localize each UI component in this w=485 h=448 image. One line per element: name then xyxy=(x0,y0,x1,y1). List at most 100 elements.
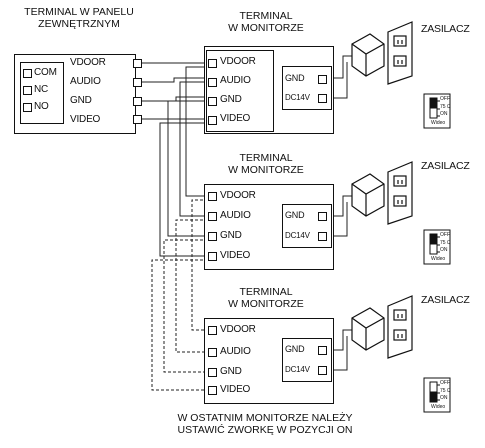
jumper3-caption: Wideo xyxy=(431,404,446,410)
wire-m2-m3-audio xyxy=(175,219,208,353)
monitor3-terminal-power-gnd xyxy=(318,346,327,355)
monitor1-label-video: VIDEO xyxy=(220,113,251,124)
footer-note-line2: USTAWIĆ ZWORKĘ W POZYCJI ON xyxy=(177,424,353,436)
monitor3-header-line1: TERMINAL xyxy=(239,286,293,298)
monitor3-terminal-video xyxy=(208,386,217,395)
psu1-cable xyxy=(333,55,356,79)
monitor1-terminal-audio xyxy=(208,78,217,87)
jumper3-off-label: OFF xyxy=(440,380,450,386)
psu2-label: ZASILACZ xyxy=(421,160,470,172)
monitor2-terminal-dc14v xyxy=(318,232,327,241)
monitor2-label-dc14v: DC14V xyxy=(285,231,310,240)
psu3-cable-2 xyxy=(333,336,348,371)
monitor3-header-line2: W MONITORZE xyxy=(228,298,304,310)
terminal-nc xyxy=(23,86,32,95)
footer-note: W OSTATNIM MONITORZE NALEŻY USTAWIĆ ZWOR… xyxy=(150,412,380,436)
monitor1-terminal-block xyxy=(206,50,274,132)
wall-socket-icon xyxy=(387,21,413,85)
terminal-audio xyxy=(133,78,142,87)
monitor1-label-audio: AUDIO xyxy=(220,75,251,86)
terminal-label-com: COM xyxy=(34,67,57,78)
psu2-cable xyxy=(333,195,356,217)
jumper2-75ohm-label: 75 Ω xyxy=(440,240,451,246)
wall-socket-icon xyxy=(387,161,413,225)
outdoor-panel-header-line1: TERMINAL W PANELU xyxy=(24,6,134,18)
terminal-gnd xyxy=(133,97,142,106)
monitor2-terminal-audio xyxy=(208,212,217,221)
monitor1-terminal-gnd xyxy=(208,97,217,106)
monitor3-terminal-dc14v xyxy=(318,366,327,375)
wire-m2-m3-gnd xyxy=(163,239,208,373)
monitor2-label-power-gnd: GND xyxy=(285,210,305,220)
wire-m1-m2-audio xyxy=(179,81,208,217)
wire-m1-m2-vdoor xyxy=(185,66,208,197)
terminal-vdoor xyxy=(133,59,142,68)
monitor2-terminal-power-gnd xyxy=(318,212,327,221)
monitor2-header: TERMINAL W MONITORZE xyxy=(204,152,328,176)
monitor2-terminal-gnd xyxy=(208,232,217,241)
monitor1-header-line2: W MONITORZE xyxy=(228,22,304,34)
wire-m1-m2-gnd xyxy=(167,100,208,237)
monitor3-terminal-audio xyxy=(208,348,217,357)
monitor3-label-vdoor: VDOOR xyxy=(220,324,256,335)
psu3-label: ZASILACZ xyxy=(421,294,470,306)
terminal-com xyxy=(23,69,32,78)
terminal-label-no: NO xyxy=(34,101,49,112)
monitor1-label-vdoor: VDOOR xyxy=(220,56,256,67)
terminal-video xyxy=(133,115,142,124)
jumper2-off-label: OFF xyxy=(440,232,450,238)
outdoor-panel-header: TERMINAL W PANELU ZEWNĘTRZNYM xyxy=(4,6,154,30)
power-adapter-icon xyxy=(351,173,385,217)
monitor3-box xyxy=(204,318,334,404)
monitor3-terminal-gnd xyxy=(208,368,217,377)
monitor1-label-gnd: GND xyxy=(220,94,242,105)
wire-m2-m3-vdoor xyxy=(191,199,208,331)
terminal-no xyxy=(23,103,32,112)
psu2-cable-2 xyxy=(333,202,348,237)
video-jumper-icon xyxy=(423,377,451,413)
monitor1-terminal-vdoor xyxy=(208,59,217,68)
jumper1-75ohm-label: 75 Ω xyxy=(440,104,451,110)
wire-m2-m3-video xyxy=(151,259,208,391)
monitor1-header-line1: TERMINAL xyxy=(239,10,293,22)
video-jumper-icon xyxy=(423,93,451,129)
wire-panel-audio-m1 xyxy=(142,77,208,83)
terminal-label-nc: NC xyxy=(34,84,49,95)
psu1-cable-2 xyxy=(333,62,348,99)
terminal-label-video: VIDEO xyxy=(70,114,101,125)
monitor1-label-dc14v: DC14V xyxy=(285,93,310,102)
monitor1-terminal-video xyxy=(208,116,217,125)
monitor3-label-dc14v: DC14V xyxy=(285,365,310,374)
power-adapter-icon xyxy=(351,307,385,351)
jumper1-off-label: OFF xyxy=(440,96,450,102)
jumper1-caption: Wideo xyxy=(431,120,446,126)
monitor2-label-video: VIDEO xyxy=(220,250,251,261)
monitor2-header-line2: W MONITORZE xyxy=(228,164,304,176)
jumper2-caption: Wideo xyxy=(431,256,446,262)
terminal-label-audio: AUDIO xyxy=(70,76,101,87)
monitor2-label-gnd: GND xyxy=(220,230,242,241)
wire-panel-gnd-m1 xyxy=(142,96,208,102)
monitor3-label-power-gnd: GND xyxy=(285,344,305,354)
wire-m1-m2-video xyxy=(159,122,208,257)
monitor3-label-gnd: GND xyxy=(220,366,242,377)
jumper2-on-label: ON xyxy=(440,247,448,253)
wall-socket-icon xyxy=(387,295,413,359)
footer-note-line1: W OSTATNIM MONITORZE NALEŻY xyxy=(177,412,353,424)
monitor2-label-vdoor: VDOOR xyxy=(220,190,256,201)
monitor2-power-block xyxy=(282,204,332,248)
monitor1-terminal-power-gnd xyxy=(318,75,327,84)
terminal-label-vdoor: VDOOR xyxy=(70,57,106,68)
psu3-cable xyxy=(333,329,356,351)
psu1-label: ZASILACZ xyxy=(421,23,470,35)
terminal-label-gnd: GND xyxy=(70,95,92,106)
outdoor-panel-header-line2: ZEWNĘTRZNYM xyxy=(38,18,120,30)
monitor3-header: TERMINAL W MONITORZE xyxy=(204,286,328,310)
monitor3-label-video: VIDEO xyxy=(220,384,251,395)
jumper1-on-label: ON xyxy=(440,111,448,117)
monitor3-label-audio: AUDIO xyxy=(220,346,251,357)
monitor2-terminal-video xyxy=(208,252,217,261)
monitor1-terminal-dc14v xyxy=(318,94,327,103)
monitor1-label-power-gnd: GND xyxy=(285,73,305,83)
